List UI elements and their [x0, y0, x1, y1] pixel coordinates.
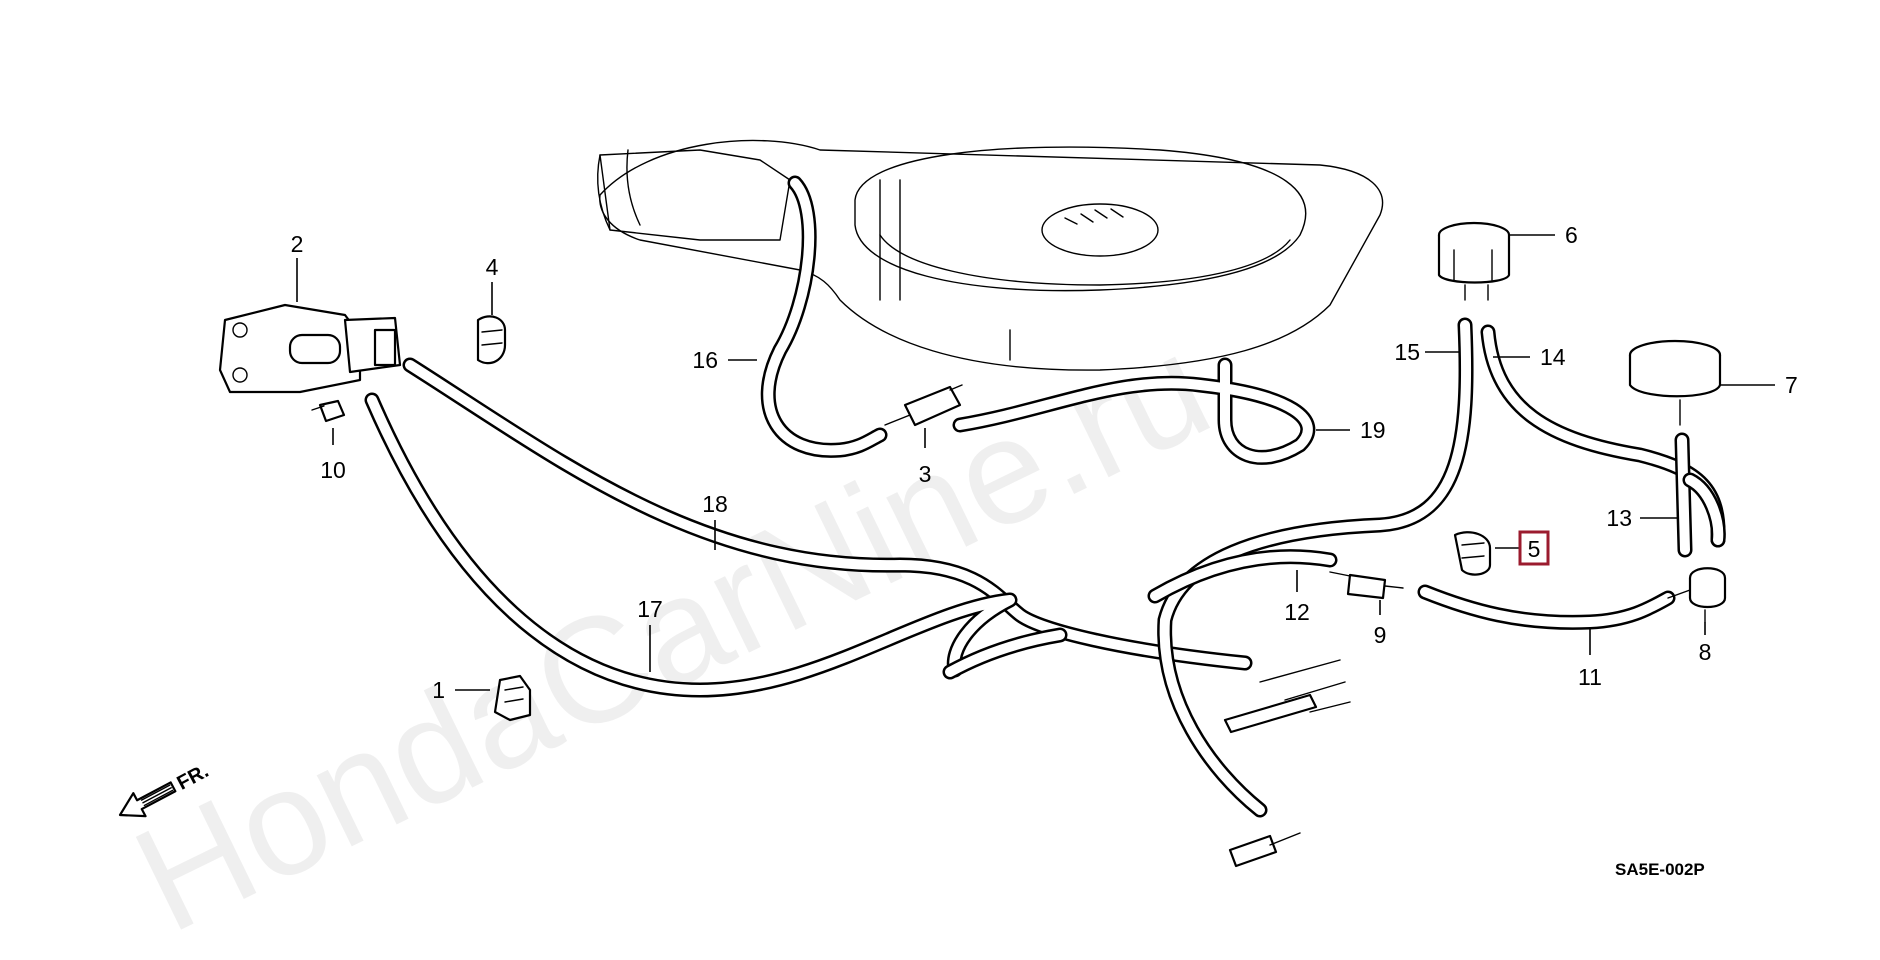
callout-2: 2 — [291, 231, 304, 257]
callout-3: 3 — [919, 461, 932, 487]
callout-13: 13 — [1606, 505, 1632, 531]
callout-15: 15 — [1394, 339, 1420, 365]
callout-6: 6 — [1565, 222, 1578, 248]
clip-highlighted — [1453, 531, 1492, 576]
diagram-code: SA5E-002P — [1615, 860, 1705, 879]
bolt — [311, 399, 346, 423]
bracket-assembly — [218, 303, 402, 394]
clip-lower — [493, 674, 532, 722]
callout-4: 4 — [486, 254, 499, 280]
callout-9: 9 — [1374, 622, 1387, 648]
vacuum-tank-upper — [1437, 221, 1511, 301]
air-cleaner-housing — [597, 139, 1384, 371]
check-valve — [884, 384, 963, 427]
highlight-box — [1518, 530, 1550, 566]
solenoid-valve — [1667, 567, 1727, 623]
callout-5: 5 — [1528, 536, 1541, 562]
vacuum-tank-lower — [1628, 339, 1722, 426]
check-valve-small — [1329, 571, 1404, 600]
callouts: 2 4 10 16 3 19 15 14 6 7 13 5 18 17 1 12 — [291, 222, 1798, 703]
clip-upper — [476, 315, 507, 365]
callout-17: 17 — [637, 596, 663, 622]
callout-12: 12 — [1284, 599, 1310, 625]
bottom-valve-assembly — [1223, 659, 1351, 868]
callout-11: 11 — [1578, 664, 1602, 690]
callout-7: 7 — [1785, 372, 1798, 398]
callout-1: 1 — [432, 677, 445, 703]
callout-14: 14 — [1540, 344, 1566, 370]
callout-19: 19 — [1360, 417, 1386, 443]
callout-16: 16 — [692, 347, 718, 373]
hoses — [364, 175, 1726, 818]
callout-10: 10 — [320, 457, 346, 483]
callout-18: 18 — [702, 491, 728, 517]
callout-8: 8 — [1699, 639, 1712, 665]
